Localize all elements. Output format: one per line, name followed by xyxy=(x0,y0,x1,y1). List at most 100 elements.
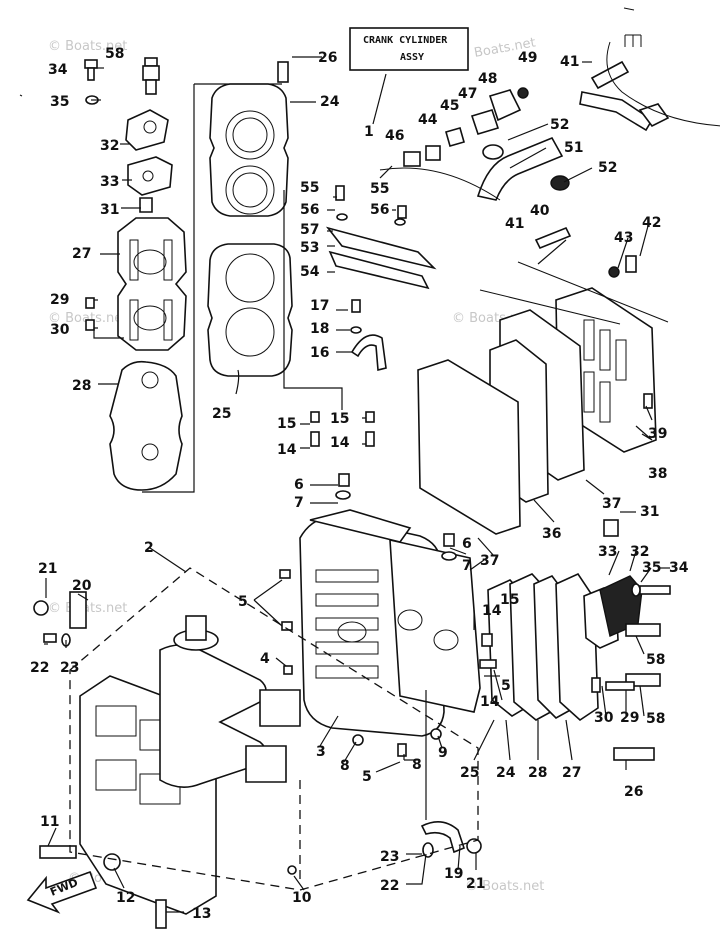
callout-25: 25 xyxy=(212,406,231,422)
washer-43 xyxy=(608,266,620,278)
callout-24: 24 xyxy=(320,94,340,110)
callout-52-top: 52 xyxy=(550,117,569,133)
fitting-44 xyxy=(425,145,441,161)
callout-25-right: 25 xyxy=(460,765,479,781)
callout-58-right-b: 58 xyxy=(646,711,665,727)
callout-29-right: 29 xyxy=(620,710,639,726)
bolt-14a xyxy=(310,431,320,447)
callout-31: 31 xyxy=(100,202,119,218)
exhaust-gasket-37b xyxy=(417,359,521,535)
callout-31-right: 31 xyxy=(640,504,659,520)
lever-plate xyxy=(638,103,670,128)
gasket-47 xyxy=(470,109,500,135)
callout-8-bottom: 8 xyxy=(412,757,422,773)
fitting-10 xyxy=(287,865,297,875)
fitting-31-right xyxy=(603,519,619,537)
callout-26-right: 26 xyxy=(624,784,643,800)
washer-56a xyxy=(336,213,348,221)
callout-36: 36 xyxy=(542,526,561,542)
head-cover-stack-left xyxy=(84,57,187,491)
cylinder-block xyxy=(299,411,481,737)
block-right-flange xyxy=(389,538,481,713)
title-box-line1: CRANK CYLINDER xyxy=(363,35,448,46)
crankshaft-pin xyxy=(185,615,207,641)
cylinder-head-24 xyxy=(209,83,289,217)
gasket-28 xyxy=(109,360,183,491)
bolt-26-top xyxy=(277,61,289,83)
callout-41-top: 41 xyxy=(560,54,579,70)
counterweight-b xyxy=(245,745,287,783)
washer-7a xyxy=(335,490,351,500)
callout-15-right: 15 xyxy=(330,411,349,427)
plug-58a xyxy=(625,623,661,637)
plug-21 xyxy=(33,600,49,616)
fitting-5d xyxy=(479,659,497,669)
cover-plate-group xyxy=(325,185,437,372)
callout-49: 49 xyxy=(518,50,537,66)
fitting-14c xyxy=(481,633,493,647)
bolt-11 xyxy=(39,845,77,859)
right-head-stack xyxy=(487,519,671,761)
spring-45 xyxy=(445,127,465,147)
corner-marks xyxy=(19,7,642,97)
callout-4: 4 xyxy=(260,651,270,667)
callout-22-bottom: 22 xyxy=(380,878,399,894)
callout-15-low: 15 xyxy=(500,592,519,608)
callout-17: 17 xyxy=(310,298,329,314)
bolt-55a xyxy=(335,185,345,201)
callout-37-mid: 37 xyxy=(480,553,499,569)
hose-40 xyxy=(534,226,572,250)
cover-48 xyxy=(488,89,522,122)
callout-20: 20 xyxy=(72,578,92,594)
callout-45: 45 xyxy=(440,98,459,114)
callout-26: 26 xyxy=(318,50,337,66)
fwd-arrow: FWD xyxy=(26,870,98,914)
spark-plug-top xyxy=(142,57,160,95)
fitting-5c xyxy=(397,743,407,757)
washer-7b xyxy=(441,551,457,561)
block-top xyxy=(309,509,412,543)
callout-6-top: 6 xyxy=(294,477,304,493)
fitting-46 xyxy=(403,151,421,167)
washer-18 xyxy=(350,326,362,334)
callout-34: 34 xyxy=(48,62,68,78)
part-49 xyxy=(517,87,529,99)
washer-56b xyxy=(394,218,406,226)
bolt-6b xyxy=(443,533,455,547)
callout-11: 11 xyxy=(40,814,59,830)
callout-32: 32 xyxy=(100,138,119,154)
fitting-31 xyxy=(139,197,153,213)
crankcase-group xyxy=(33,591,301,929)
callout-58-right-a: 58 xyxy=(646,652,665,668)
callout-1: 1 xyxy=(364,124,374,140)
watermark-mid-left: © Boats.net xyxy=(48,601,127,616)
callout-5-mid: 5 xyxy=(501,678,511,694)
callout-40: 40 xyxy=(530,203,550,219)
bolt-30 xyxy=(85,319,95,331)
callout-53: 53 xyxy=(300,240,319,256)
callout-57: 57 xyxy=(300,222,319,238)
callout-16: 16 xyxy=(310,345,329,361)
callout-44: 44 xyxy=(418,112,438,128)
bolt-42 xyxy=(625,255,637,273)
callout-51: 51 xyxy=(564,140,583,156)
callout-8-top: 8 xyxy=(340,758,350,774)
callout-35: 35 xyxy=(50,94,69,110)
callout-7-top: 7 xyxy=(294,495,304,511)
callout-55-right: 55 xyxy=(370,181,389,197)
callout-2: 2 xyxy=(144,540,154,556)
callout-52-mid: 52 xyxy=(598,160,617,176)
callout-28: 28 xyxy=(72,378,91,394)
callout-21-left: 21 xyxy=(38,561,57,577)
bolt-29-right xyxy=(605,681,635,691)
callout-32-right: 32 xyxy=(630,544,649,560)
bolt-34 xyxy=(84,59,98,81)
callouts: 58 34 35 32 33 31 27 29 30 28 26 24 25 1… xyxy=(30,46,689,922)
callout-30: 30 xyxy=(50,322,70,338)
bolt-34-right xyxy=(639,585,671,595)
gasket-54 xyxy=(328,250,430,290)
cover-32 xyxy=(125,109,169,151)
callout-24-right: 24 xyxy=(496,765,516,781)
callout-47: 47 xyxy=(458,86,477,102)
